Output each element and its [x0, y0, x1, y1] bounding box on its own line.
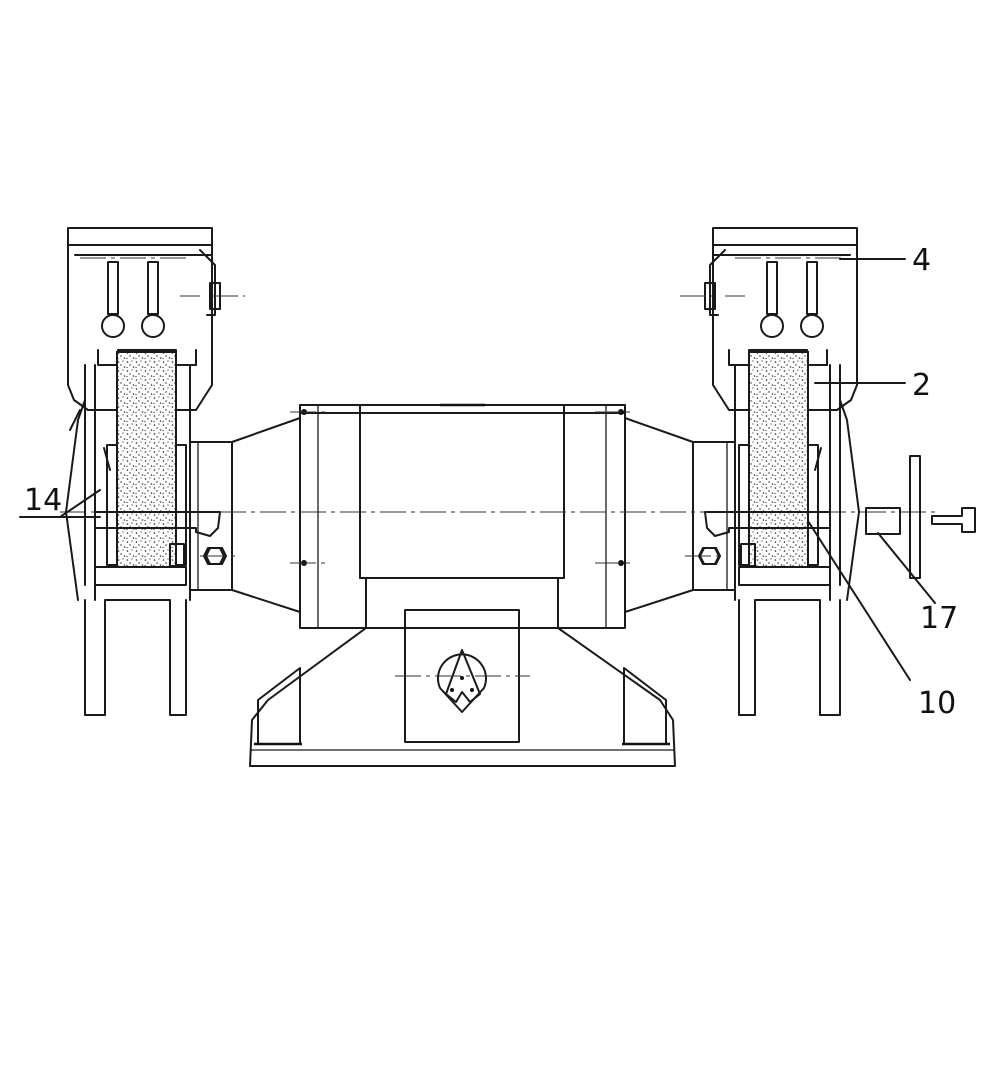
- grinding-wheel-left: [116, 351, 177, 568]
- callout-14: 14: [24, 483, 62, 518]
- tool-rest-left: [94, 511, 221, 537]
- switch-knob: [437, 649, 487, 713]
- base-pedestal: [249, 577, 676, 767]
- callout-2: 2: [912, 368, 931, 403]
- right-wheel-assembly: [680, 227, 860, 716]
- callout-4: 4: [912, 243, 931, 278]
- leader-lines: [19, 258, 936, 681]
- callout-17: 17: [920, 601, 958, 636]
- clamp-bolt: [931, 507, 976, 533]
- left-wheel-assembly: [65, 227, 245, 716]
- bushing: [865, 507, 901, 535]
- exploded-parts: [865, 455, 976, 579]
- motor-housing: [189, 403, 736, 629]
- eye-shield: [909, 455, 921, 579]
- callout-10: 10: [918, 686, 956, 721]
- grinding-wheel-right: [748, 351, 809, 568]
